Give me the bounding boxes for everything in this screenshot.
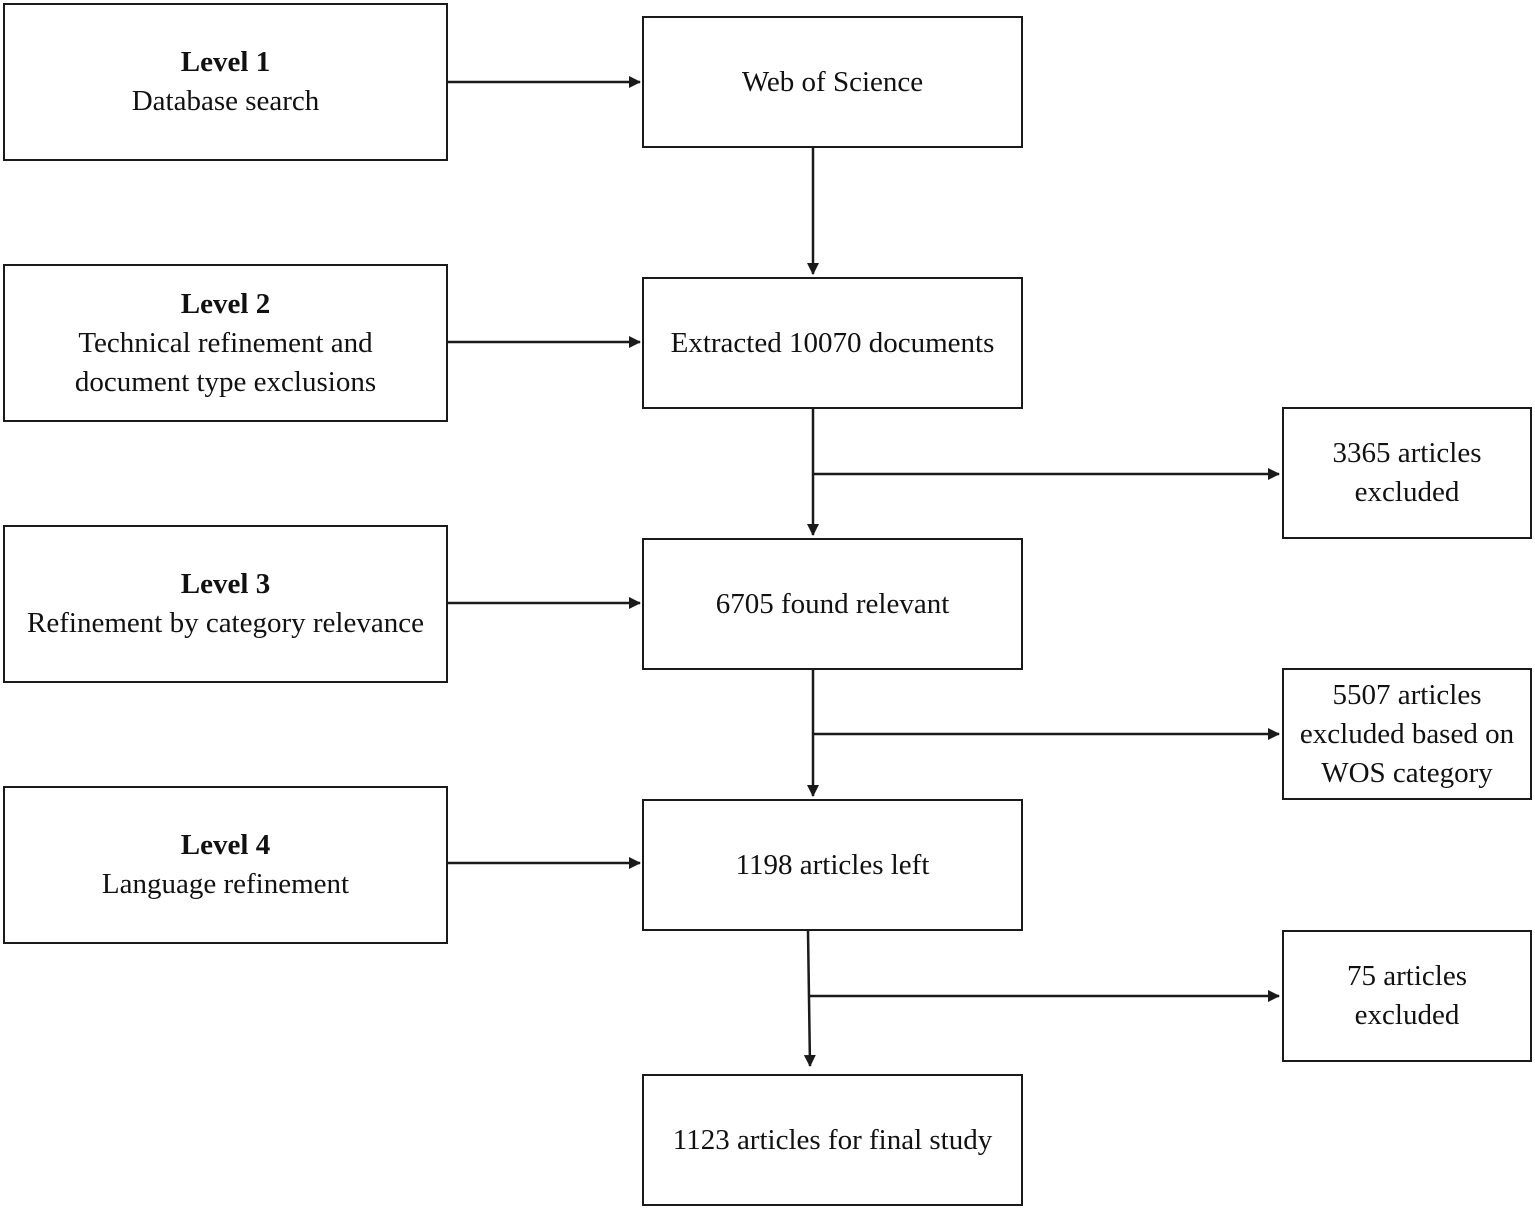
step-final-study-label: 1123 articles for final study (672, 1123, 993, 1156)
level-3-box: Level 3 Refinement by category relevance (3, 525, 448, 683)
exclusion-2-box: 5507 articles excluded based on WOS cate… (1282, 668, 1532, 800)
level-4-description: Language refinement (101, 868, 350, 900)
step-found-relevant-label: 6705 found relevant (715, 587, 950, 620)
step-final-study-box: 1123 articles for final study (642, 1074, 1023, 1206)
step-extracted-documents-box: Extracted 10070 documents (642, 277, 1023, 409)
exclusion-2-line-1: 5507 articles (1332, 678, 1482, 711)
level-2-description-line-2: document type exclusions (74, 365, 377, 398)
exclusion-1-box: 3365 articles excluded (1282, 407, 1532, 539)
level-2-description-line-1: Technical refinement and (78, 326, 373, 359)
exclusion-2-line-3: WOS category (1321, 756, 1493, 789)
level-1-description: Database search (131, 85, 320, 117)
level-1-title: Level 1 (180, 46, 271, 78)
step-found-relevant-box: 6705 found relevant (642, 538, 1023, 670)
step-extracted-documents-label: Extracted 10070 documents (670, 326, 995, 359)
arrow-articles-left-to-final (803, 930, 816, 1067)
level-4-title: Level 4 (180, 829, 271, 861)
exclusion-3-box: 75 articles excluded (1282, 930, 1532, 1062)
exclusion-1-line-2: excluded (1354, 476, 1460, 508)
level-3-title: Level 3 (180, 568, 271, 600)
level-2-title: Level 2 (180, 287, 271, 320)
step-articles-left-label: 1198 articles left (735, 848, 930, 881)
level-2-box: Level 2 Technical refinement and documen… (3, 264, 448, 422)
step-articles-left-box: 1198 articles left (642, 799, 1023, 931)
level-1-box: Level 1 Database search (3, 3, 448, 161)
exclusion-1-line-1: 3365 articles (1332, 437, 1482, 469)
level-3-description: Refinement by category relevance (27, 607, 424, 639)
exclusion-3-line-1: 75 articles (1347, 960, 1467, 992)
exclusion-3-line-2: excluded (1354, 999, 1460, 1031)
exclusion-2-line-2: excluded based on (1299, 717, 1515, 750)
step-web-of-science-label: Web of Science (741, 65, 924, 98)
step-web-of-science-box: Web of Science (642, 16, 1023, 148)
level-4-box: Level 4 Language refinement (3, 786, 448, 944)
